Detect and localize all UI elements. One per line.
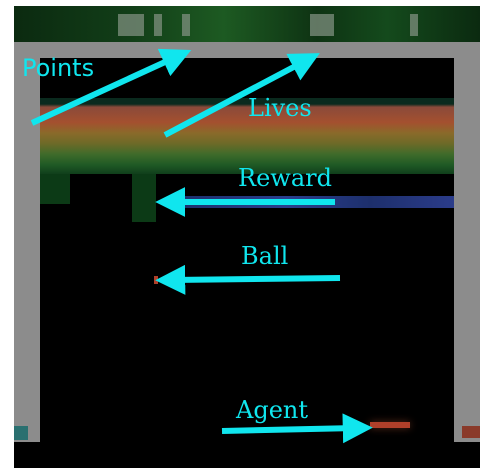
score-digit	[118, 14, 144, 36]
ball	[154, 276, 158, 284]
lives-digit	[310, 14, 334, 36]
score-hud	[14, 6, 480, 42]
brick-rows	[40, 98, 454, 174]
reward-label: Reward	[238, 164, 332, 192]
level-digit	[410, 14, 418, 36]
ball-label: Ball	[241, 242, 289, 270]
top-wall	[14, 42, 480, 58]
left-wall-base	[14, 426, 28, 440]
points-label: Points	[22, 54, 95, 82]
lives-label: Lives	[248, 94, 312, 122]
agent-label: Agent	[236, 396, 308, 424]
missing-brick-gap	[40, 174, 70, 204]
agent-paddle	[370, 422, 410, 428]
reward-brick-row	[174, 196, 454, 208]
score-digit	[182, 14, 190, 36]
score-digit	[154, 14, 162, 36]
left-wall	[14, 42, 40, 442]
missing-brick-gap	[132, 174, 156, 222]
paddle-edge	[462, 426, 480, 438]
right-wall	[454, 42, 480, 442]
